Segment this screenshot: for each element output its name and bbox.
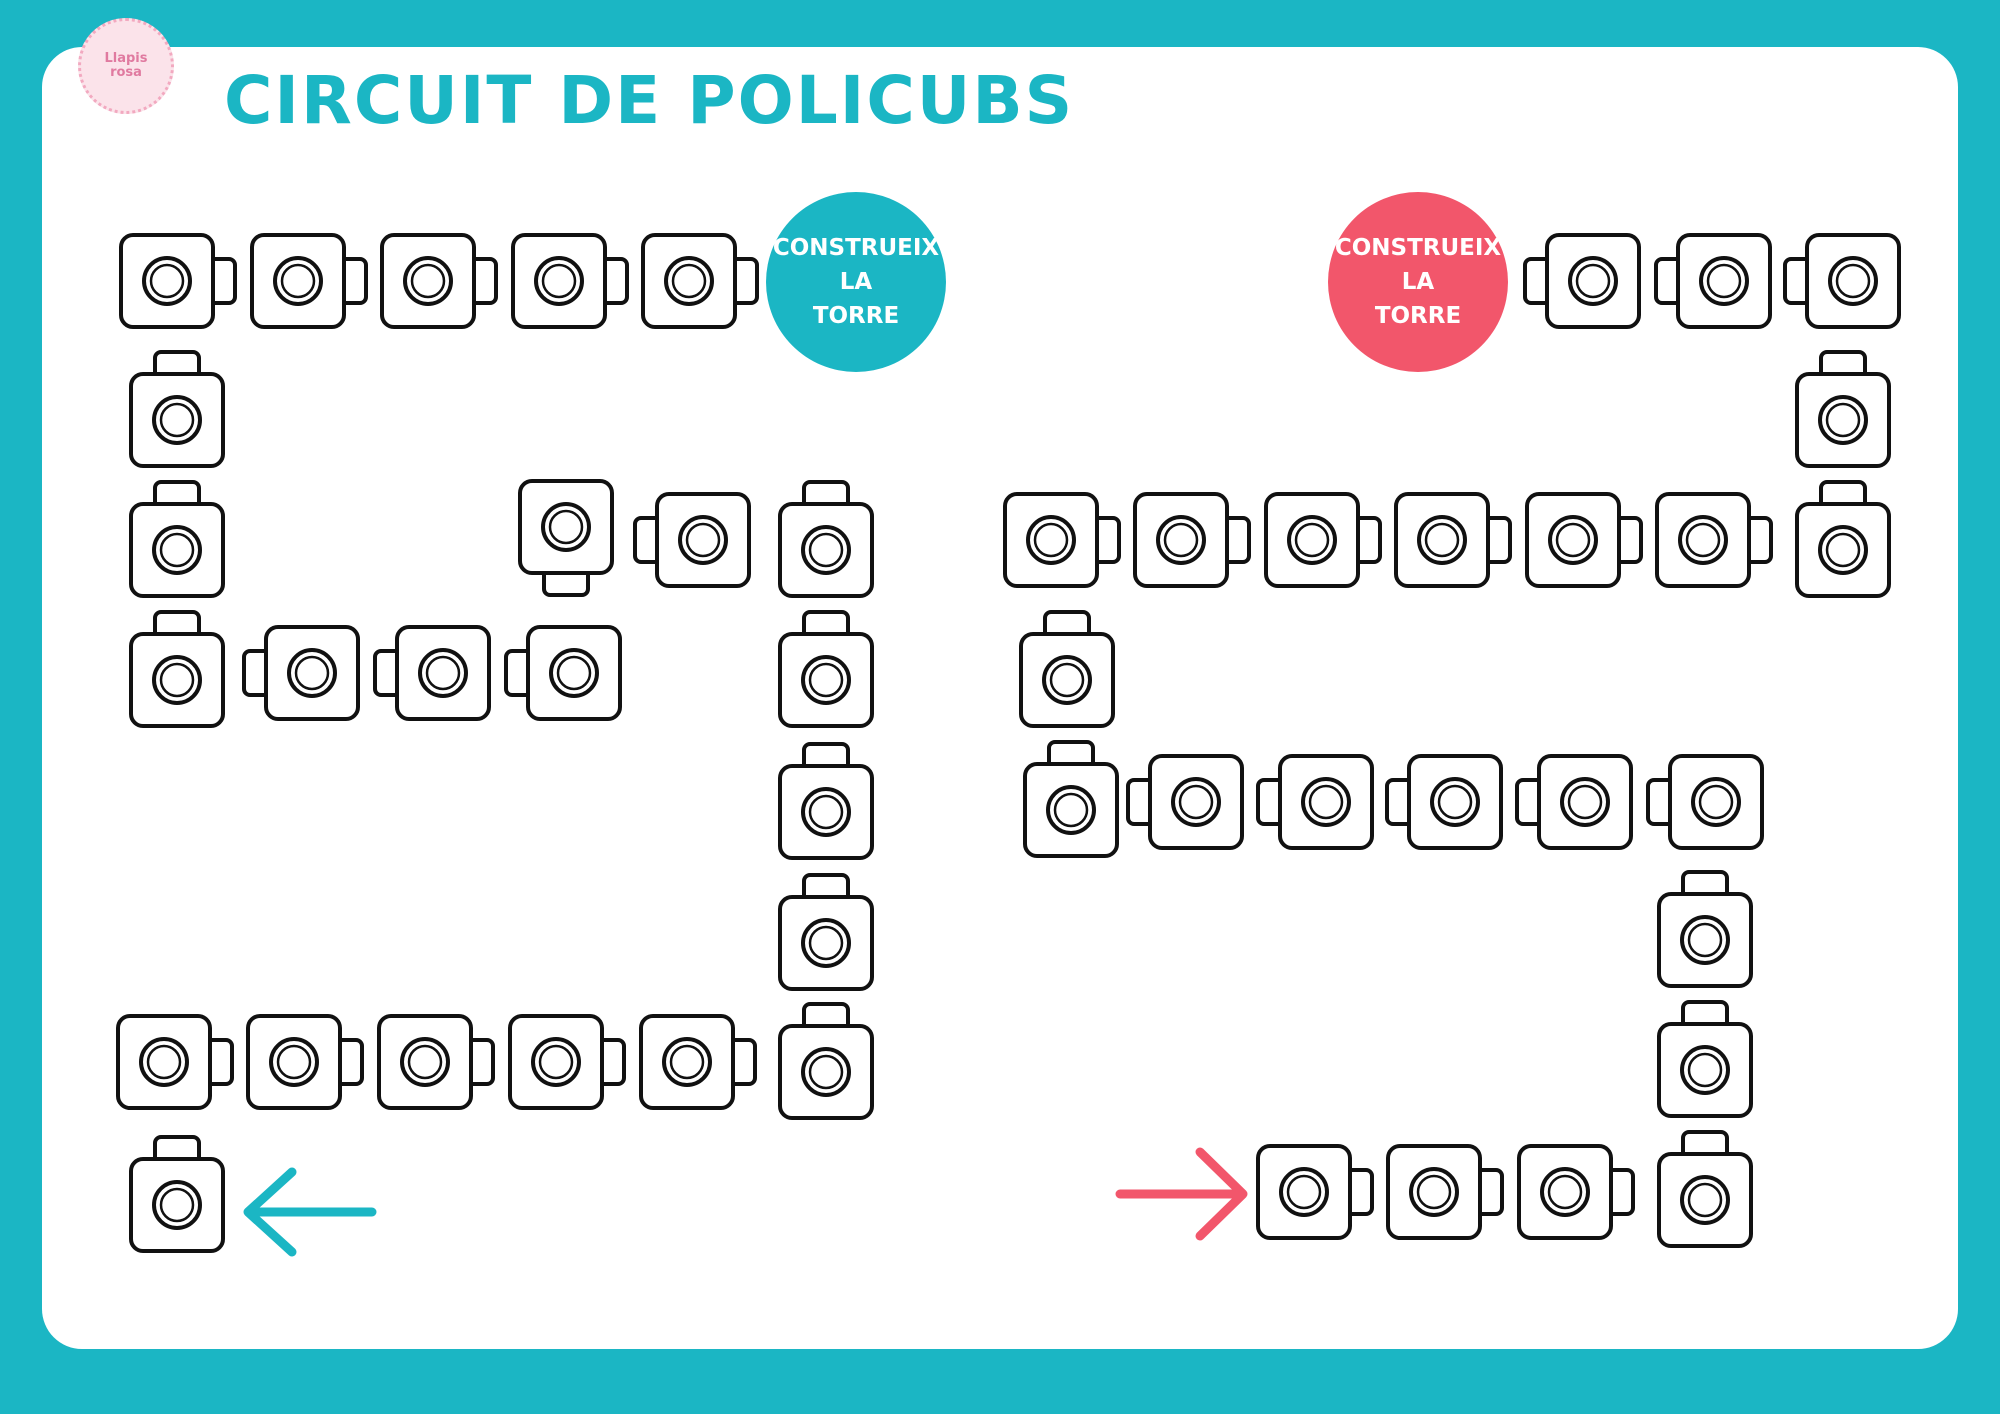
badge-teal-line-2: LA (839, 269, 873, 295)
policube-icon (1657, 1000, 1753, 1118)
policube-icon (129, 480, 225, 598)
policube-icon (633, 492, 751, 588)
policube-icon (1646, 754, 1764, 850)
policube-icon (1394, 492, 1512, 588)
policube-icon (1385, 754, 1503, 850)
badge-pink-line-1: CONSTRUEIX (1334, 235, 1502, 261)
badge-teal-line-1: CONSTRUEIX (772, 235, 940, 261)
page-title: CIRCUIT DE POLICUBS (224, 62, 1075, 139)
build-tower-badge-pink: CONSTRUEIX LA TORRE (1328, 192, 1508, 372)
policube-icon (778, 1002, 874, 1120)
build-tower-badge-teal: CONSTRUEIX LA TORRE (766, 192, 946, 372)
policube-icon (778, 742, 874, 860)
policube-icon (1654, 233, 1772, 329)
policube-icon (380, 233, 498, 329)
policube-icon (504, 625, 622, 721)
logo-line-2: rosa (110, 65, 142, 80)
arrow-right-icon (1115, 1147, 1248, 1241)
policube-icon (1386, 1144, 1504, 1240)
policube-icon (641, 233, 759, 329)
policube-icon (373, 625, 491, 721)
policube-icon (116, 1014, 234, 1110)
policube-icon (1657, 870, 1753, 988)
badge-pink-line-3: TORRE (1374, 303, 1462, 329)
policube-icon (639, 1014, 757, 1110)
policube-icon (1655, 492, 1773, 588)
policube-icon (1523, 233, 1641, 329)
policube-icon (1525, 492, 1643, 588)
policube-icon (1657, 1130, 1753, 1248)
brand-logo: Llapis rosa (78, 18, 174, 114)
policube-icon (1795, 480, 1891, 598)
arrow-left-icon (243, 1167, 377, 1257)
badge-pink-line-2: LA (1401, 269, 1435, 295)
policube-icon (246, 1014, 364, 1110)
policube-icon (1783, 233, 1901, 329)
policube-icon (1256, 1144, 1374, 1240)
policube-icon (129, 1135, 225, 1253)
policube-icon (1023, 740, 1119, 858)
policube-icon (1517, 1144, 1635, 1240)
policube-icon (518, 479, 614, 597)
policube-icon (1003, 492, 1121, 588)
policube-icon (778, 873, 874, 991)
policube-icon (1515, 754, 1633, 850)
policube-icon (1256, 754, 1374, 850)
policube-icon (377, 1014, 495, 1110)
policube-icon (1133, 492, 1251, 588)
badge-teal-line-3: TORRE (812, 303, 900, 329)
policube-icon (250, 233, 368, 329)
policube-icon (778, 480, 874, 598)
policube-icon (119, 233, 237, 329)
policube-icon (1019, 610, 1115, 728)
policube-icon (511, 233, 629, 329)
policube-icon (1795, 350, 1891, 468)
policube-icon (1264, 492, 1382, 588)
policube-icon (242, 625, 360, 721)
policube-icon (778, 610, 874, 728)
policube-icon (508, 1014, 626, 1110)
logo-line-1: Llapis (104, 51, 148, 66)
policube-icon (1126, 754, 1244, 850)
policube-icon (129, 610, 225, 728)
policube-icon (129, 350, 225, 468)
